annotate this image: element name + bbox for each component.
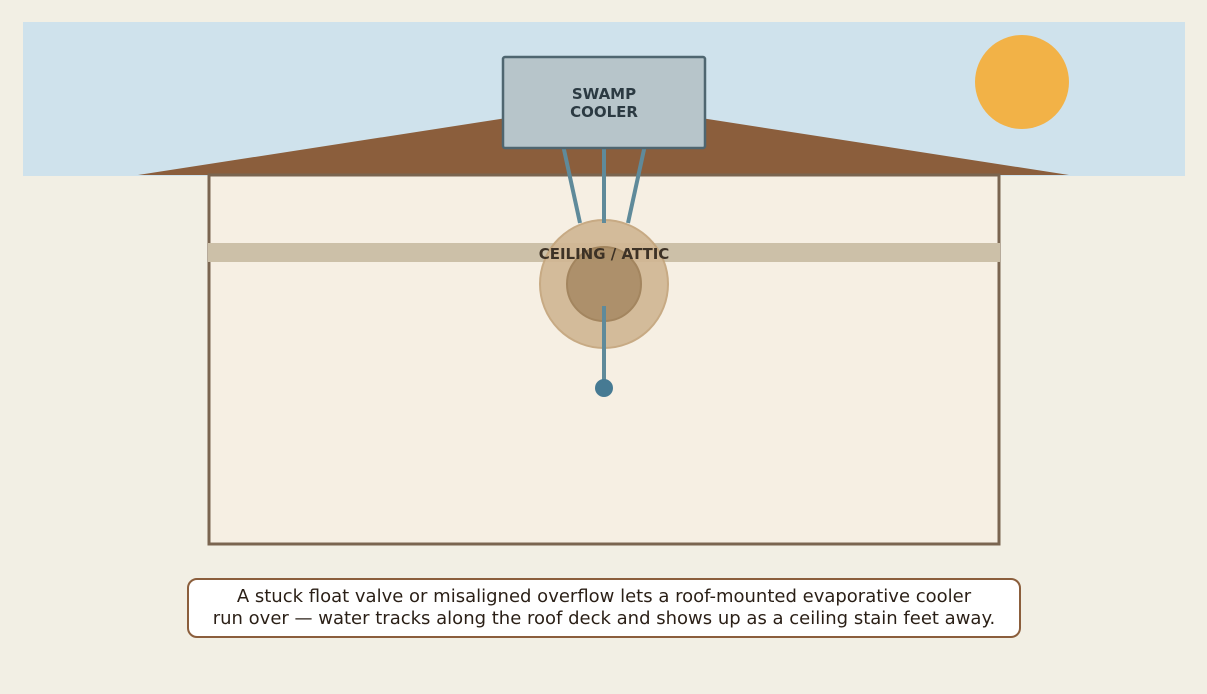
swamp-cooler-unit (501, 55, 707, 150)
caption-line-1: A stuck float valve or misaligned overfl… (236, 586, 972, 607)
sun (975, 35, 1069, 129)
caption-line-2: run over — water tracks along the roof d… (212, 608, 996, 629)
caption-box: A stuck float valve or misaligned overfl… (187, 578, 1021, 638)
duct-left (561, 144, 582, 224)
swamp-cooler-label-line2: COOLER (570, 103, 638, 121)
ceiling-label: CEILING / ATTIC (539, 245, 670, 263)
duct-right (626, 144, 647, 224)
water-drop (595, 379, 613, 397)
swamp-cooler-label-line1: SWAMP (572, 85, 636, 103)
